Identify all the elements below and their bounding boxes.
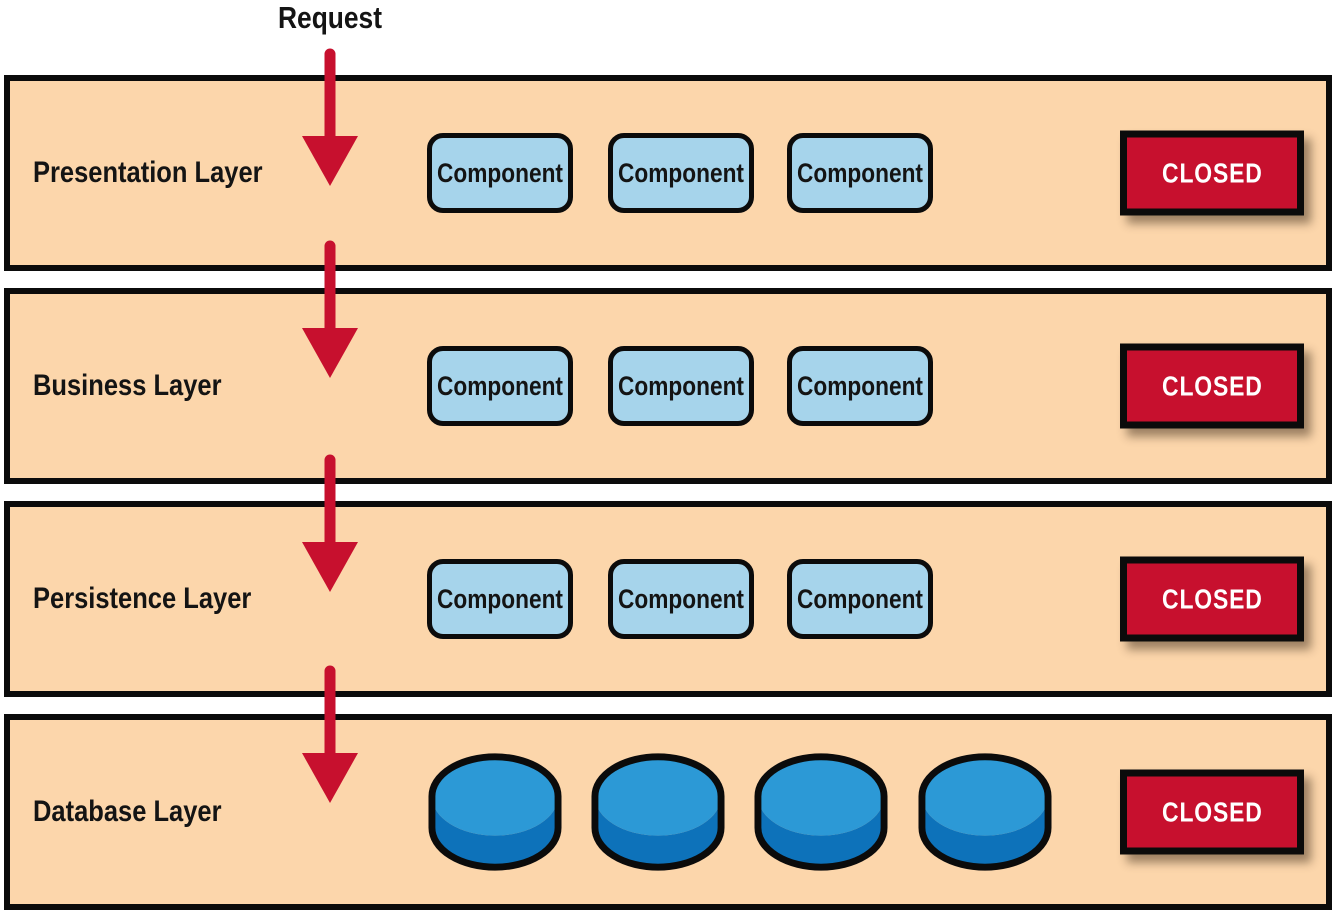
component-box: Component — [427, 559, 573, 639]
request-arrow-icon — [302, 48, 358, 186]
layer-label: Business Layer — [33, 369, 222, 402]
component-box: Component — [608, 559, 754, 639]
component-label: Component — [618, 370, 745, 401]
component-label: Component — [797, 370, 924, 401]
database-cylinder-icon — [754, 753, 888, 871]
component-box: Component — [427, 133, 573, 213]
closed-status-label: CLOSED — [1161, 796, 1263, 827]
component-label: Component — [797, 157, 924, 188]
database-cylinder-icon — [918, 753, 1052, 871]
component-box: Component — [608, 133, 754, 213]
flow-arrow-presentation-to-business-icon — [302, 240, 358, 378]
component-box: Component — [427, 346, 573, 426]
layer-persistence: Persistence Layer Component Component Co… — [4, 501, 1332, 697]
component-label: Component — [618, 157, 745, 188]
closed-status-badge: CLOSED — [1120, 130, 1304, 216]
layer-label: Persistence Layer — [33, 582, 252, 615]
component-box: Component — [787, 133, 933, 213]
component-label: Component — [797, 583, 924, 614]
layer-label: Presentation Layer — [33, 156, 263, 189]
component-box: Component — [608, 346, 754, 426]
database-cylinder-icon — [591, 753, 725, 871]
closed-status-label: CLOSED — [1161, 370, 1263, 401]
layer-presentation: Presentation Layer Component Component C… — [4, 75, 1332, 271]
layer-label: Database Layer — [33, 795, 222, 828]
database-cylinder-icon — [428, 753, 562, 871]
flow-arrow-business-to-persistence-icon — [302, 454, 358, 592]
flow-arrow-persistence-to-database-icon — [302, 665, 358, 803]
closed-status-label: CLOSED — [1161, 157, 1263, 188]
component-label: Component — [437, 583, 564, 614]
component-box: Component — [787, 559, 933, 639]
closed-status-badge: CLOSED — [1120, 343, 1304, 429]
component-box: Component — [787, 346, 933, 426]
component-label: Component — [618, 583, 745, 614]
closed-status-badge: CLOSED — [1120, 769, 1304, 855]
layer-database: Database Layer CLOSED — [4, 714, 1332, 910]
component-label: Component — [437, 157, 564, 188]
request-label: Request — [278, 0, 382, 35]
closed-status-label: CLOSED — [1161, 583, 1263, 614]
closed-status-badge: CLOSED — [1120, 556, 1304, 642]
component-label: Component — [437, 370, 564, 401]
layer-business: Business Layer Component Component Compo… — [4, 288, 1332, 484]
